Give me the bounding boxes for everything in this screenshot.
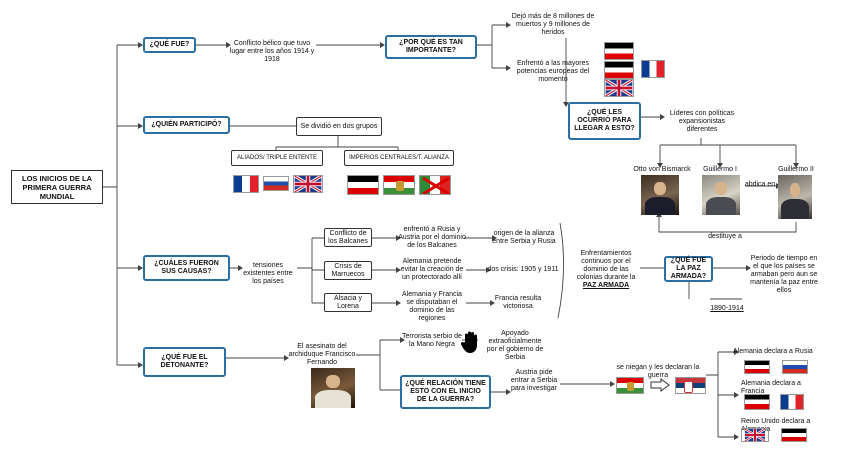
cause-morocco-box: Crisis de Marruecos <box>324 261 372 280</box>
france-flag-icon <box>641 60 665 78</box>
paz-armada-definition: Periodo de tiempo en el que los países s… <box>750 255 818 294</box>
group-allies-box: ALIADOS/ TRIPLE ENTENTE <box>231 150 323 166</box>
reason-casualties: Dejó más de 8 millones de muertos y 9 mi… <box>511 13 595 36</box>
answer-conflict: Conflicto bélico que tuvo lugar entre lo… <box>229 40 315 63</box>
right-arrow-icon <box>650 378 670 392</box>
main-title: LOS INICIOS DE LA PRIMERA GUERRA MUNDIAL <box>11 170 103 204</box>
uk-flag-icon <box>741 428 769 442</box>
question-why-important: ¿POR QUÉ ES TAN IMPORTANTE? <box>385 35 477 59</box>
question-what-was: ¿QUÉ FUE? <box>143 37 196 53</box>
crossed-out-icon <box>422 176 450 194</box>
group-central-box: IMPERIOS CENTRALES/T. ALIANZA <box>344 150 454 166</box>
guillermo-i-portrait <box>702 175 740 215</box>
confrontations-text-prefix: Enfrentamientos continuos por el dominio… <box>576 250 636 281</box>
france-flag-icon <box>780 394 804 410</box>
tension-text: tensiones existentes entre los países <box>243 262 293 285</box>
germany-empire-flag-icon <box>604 42 634 60</box>
france-flag-icon <box>233 175 259 193</box>
bismarck-portrait <box>641 175 679 215</box>
label-guillermo-ii: Guillermo II <box>778 166 814 173</box>
russia-flag-icon <box>263 176 289 191</box>
question-paz-armada: ¿QUÉ FUE LA PAZ ARMADA? <box>664 256 713 282</box>
question-causes: ¿CUÁLES FUERON SUS CAUSAS? <box>143 255 230 281</box>
terrorist-text: Terrorista serbio de la Mano Negra <box>402 333 462 348</box>
balkans-result: origen de la alianza entre Serbia y Rusi… <box>492 230 556 245</box>
split-groups-box: Se dividió en dos grupos <box>296 117 382 136</box>
germany-empire-flag-icon <box>744 360 770 374</box>
germany-empire-flag-icon <box>604 61 634 79</box>
alsace-result: Francia resulta victoriosa <box>494 295 542 310</box>
italy-flag-icon <box>419 175 451 195</box>
refuse-text: se niegan y les declaran la guerra <box>616 364 700 379</box>
morocco-result: dos crisis: 1905 y 1911 <box>487 266 559 273</box>
austria-hungary-flag-icon <box>383 175 415 195</box>
question-trigger: ¿QUÉ FUE EL DETONANTE? <box>143 347 226 377</box>
question-what-happened: ¿QUÉ LES OCURRIÓ PARA LLEGAR A ESTO? <box>568 102 641 140</box>
russia-flag-icon <box>782 360 808 374</box>
event-assassination: El asesinato del archiduque Francisco Fe… <box>288 343 356 366</box>
leaders-text: Líderes con políticas expansionistas dif… <box>669 110 735 133</box>
guillermo-ii-portrait <box>778 175 812 219</box>
question-who-participated: ¿QUIÉN PARTICIPÓ? <box>143 116 230 134</box>
cause-alsace-box: Alsacia y Lorena <box>324 293 372 312</box>
uk-flag-icon <box>293 175 323 193</box>
germany-empire-flag-icon <box>347 175 379 195</box>
alsace-description: Alemania y Francia se disputaban el domi… <box>402 291 462 322</box>
question-relation: ¿QUÉ RELACIÓN TIENE ESTO CON EL INICIO D… <box>400 375 491 409</box>
abdica-label: abdica en <box>744 181 776 188</box>
germany-empire-flag-icon <box>781 428 807 442</box>
serbia-flag-icon <box>675 377 706 394</box>
declaration-germany-russia: Alemania declara a Rusia <box>733 348 813 355</box>
paz-armada-link[interactable]: PAZ ARMADA <box>582 282 630 289</box>
declaration-germany-france: Alemania declara a Francia <box>741 380 801 395</box>
morocco-description: Alemania pretende evitar la creación de … <box>400 258 464 281</box>
cause-balkans-box: Conflicto de los Balcanes <box>324 228 372 247</box>
support-text: Apoyado extraoficialmente por el gobiern… <box>486 330 544 361</box>
germany-empire-flag-icon <box>744 394 770 410</box>
label-guillermo-i: Guillermo I <box>703 166 737 173</box>
balkans-description: enfrentó a Rusia y Austria por el domini… <box>398 226 466 249</box>
destituye-label: destituye a <box>708 233 742 240</box>
paz-armada-years: 1890-1914 <box>710 305 744 312</box>
austria-hungary-flag-icon <box>616 377 644 394</box>
label-bismarck: Otto von Bismarck <box>633 166 691 173</box>
black-hand-icon <box>460 331 477 353</box>
confrontations-text: Enfrentamientos continuos por el dominio… <box>572 250 640 290</box>
austria-request-text: Austria pide entrar a Serbia para invest… <box>510 369 558 392</box>
reason-powers: Enfrentó a las mayores potencias europea… <box>516 60 590 83</box>
uk-flag-icon <box>604 79 634 97</box>
franz-ferdinand-portrait <box>311 368 355 408</box>
